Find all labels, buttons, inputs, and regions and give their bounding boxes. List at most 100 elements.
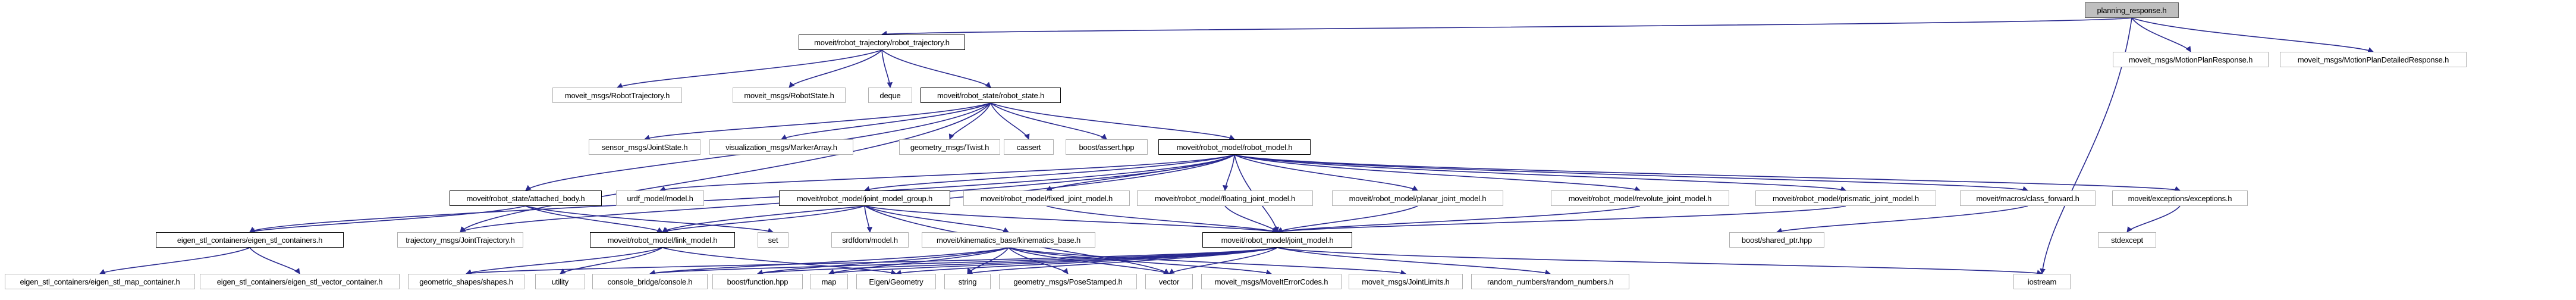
graph-node[interactable]: map <box>810 274 848 289</box>
graph-node[interactable]: sensor_msgs/JointState.h <box>589 139 700 155</box>
graph-node-label: eigen_stl_containers/eigen_stl_map_conta… <box>20 277 180 286</box>
graph-node[interactable]: string <box>944 274 991 289</box>
graph-node[interactable]: moveit/robot_model/planar_joint_model.h <box>1332 190 1503 206</box>
graph-node[interactable]: iostream <box>2013 274 2071 289</box>
graph-node[interactable]: geometry_msgs/PoseStamped.h <box>999 274 1137 289</box>
graph-node[interactable]: moveit_msgs/JointLimits.h <box>1349 274 1463 289</box>
graph-node-label: moveit_msgs/MotionPlanDetailedResponse.h <box>2297 55 2449 64</box>
graph-node[interactable]: moveit/robot_model/fixed_joint_model.h <box>963 190 1130 206</box>
graph-edge <box>249 205 526 234</box>
graph-edge <box>1234 154 1846 192</box>
graph-edge <box>659 154 1235 192</box>
graph-node-label: moveit/robot_trajectory/robot_trajectory… <box>814 38 950 47</box>
graph-node-label: console_bridge/console.h <box>607 277 693 286</box>
graph-node-label: moveit/robot_model/joint_model.h <box>1221 235 1334 245</box>
graph-edge <box>1008 247 1170 274</box>
graph-node[interactable]: stdexcept <box>2098 232 2156 248</box>
graph-node-label: cassert <box>1016 142 1041 152</box>
graph-node[interactable]: moveit_msgs/MotionPlanResponse.h <box>2113 52 2269 67</box>
graph-node[interactable]: urdf_model/model.h <box>616 190 704 206</box>
graph-node[interactable]: moveit_msgs/RobotState.h <box>733 88 846 103</box>
graph-node[interactable]: console_bridge/console.h <box>592 274 708 289</box>
graph-edge <box>1223 154 1235 191</box>
graph-node[interactable]: srdfdom/model.h <box>831 232 909 248</box>
graph-node-label: stdexcept <box>2111 235 2143 245</box>
graph-node-label: Eigen/Geometry <box>869 277 923 286</box>
graph-node[interactable]: moveit/robot_model/link_model.h <box>590 232 735 248</box>
graph-node-label: visualization_msgs/MarkerArray.h <box>725 142 837 152</box>
graph-node-label: moveit/robot_model/revolute_joint_model.… <box>1568 193 1712 203</box>
graph-edge <box>1234 154 2181 192</box>
graph-node[interactable]: eigen_stl_containers/eigen_stl_vector_co… <box>200 274 400 289</box>
graph-edge <box>757 247 1009 276</box>
graph-node[interactable]: moveit/macros/class_forward.h <box>1960 190 2096 206</box>
graph-node-label: string <box>958 277 977 286</box>
graph-node[interactable]: moveit/robot_model/revolute_joint_model.… <box>1551 190 1729 206</box>
graph-edge <box>644 102 991 140</box>
graph-node[interactable]: moveit/robot_state/robot_state.h <box>921 88 1061 103</box>
graph-node[interactable]: set <box>758 232 788 248</box>
graph-node[interactable]: moveit/exceptions/exceptions.h <box>2112 190 2248 206</box>
graph-node-label: iostream <box>2027 277 2057 286</box>
graph-node[interactable]: planning_response.h <box>2085 2 2179 18</box>
graph-edge <box>990 102 1235 140</box>
graph-node[interactable]: moveit/robot_state/attached_body.h <box>450 190 602 206</box>
graph-node[interactable]: geometric_shapes/shapes.h <box>408 274 524 289</box>
graph-edge <box>864 205 873 233</box>
graph-node[interactable]: cassert <box>1004 139 1054 155</box>
graph-edge <box>757 247 1278 276</box>
graph-node-label: map <box>821 277 837 286</box>
graph-node[interactable]: boost/assert.hpp <box>1066 139 1148 155</box>
graph-node[interactable]: moveit/robot_trajectory/robot_trajectory… <box>799 35 965 50</box>
graph-node[interactable]: moveit/robot_model/robot_model.h <box>1158 139 1311 155</box>
graph-edge <box>466 247 663 275</box>
graph-edge <box>881 49 991 88</box>
graph-node[interactable]: moveit/robot_model/floating_joint_model.… <box>1137 190 1313 206</box>
graph-node-label: boost/shared_ptr.hpp <box>1741 235 1812 245</box>
graph-node[interactable]: deque <box>868 88 912 103</box>
graph-node[interactable]: moveit/kinematics_base/kinematics_base.h <box>922 232 1095 248</box>
graph-node[interactable]: trajectory_msgs/JointTrajectory.h <box>397 232 523 248</box>
graph-node-label: trajectory_msgs/JointTrajectory.h <box>406 235 515 245</box>
graph-node[interactable]: visualization_msgs/MarkerArray.h <box>709 139 853 155</box>
graph-node[interactable]: moveit/robot_model/joint_model.h <box>1202 232 1352 248</box>
graph-edge <box>1776 205 2028 234</box>
graph-node[interactable]: vector <box>1145 274 1193 289</box>
graph-edge <box>2131 17 2374 53</box>
graph-node-label: moveit_msgs/RobotState.h <box>744 90 834 100</box>
graph-node-label: moveit/robot_model/joint_model_group.h <box>797 193 932 203</box>
graph-node[interactable]: random_numbers/random_numbers.h <box>1471 274 1629 289</box>
graph-node-label: srdfdom/model.h <box>842 235 898 245</box>
graph-node-label: geometric_shapes/shapes.h <box>419 277 513 286</box>
graph-node[interactable]: eigen_stl_containers/eigen_stl_map_conta… <box>5 274 195 289</box>
graph-node-label: moveit/exceptions/exceptions.h <box>2128 193 2232 203</box>
graph-node[interactable]: boost/function.hpp <box>712 274 803 289</box>
graph-node-label: moveit_msgs/RobotTrajectory.h <box>564 90 670 100</box>
graph-node[interactable]: moveit/robot_model/joint_model_group.h <box>779 190 950 206</box>
graph-edge <box>662 247 897 276</box>
graph-node-label: utility <box>551 277 569 286</box>
graph-node-label: moveit/robot_state/attached_body.h <box>466 193 585 203</box>
graph-node[interactable]: moveit_msgs/MoveItErrorCodes.h <box>1201 274 1342 289</box>
graph-edge <box>864 205 1009 233</box>
graph-node[interactable]: utility <box>535 274 585 289</box>
graph-edge <box>662 205 865 233</box>
graph-edge <box>99 247 250 274</box>
graph-node[interactable]: Eigen/Geometry <box>856 274 936 289</box>
graph-edge <box>1008 247 1069 274</box>
graph-edge <box>1277 205 1418 233</box>
graph-edge <box>1046 154 1235 191</box>
graph-edge <box>967 247 1009 274</box>
graph-node[interactable]: eigen_stl_containers/eigen_stl_container… <box>156 232 344 248</box>
graph-node[interactable]: moveit_msgs/MotionPlanDetailedResponse.h <box>2280 52 2467 67</box>
graph-node[interactable]: boost/shared_ptr.hpp <box>1729 232 1824 248</box>
graph-edge <box>788 49 882 88</box>
graph-node[interactable]: geometry_msgs/Twist.h <box>899 139 1000 155</box>
graph-edge <box>948 102 991 140</box>
graph-node[interactable]: moveit_msgs/RobotTrajectory.h <box>552 88 682 103</box>
graph-edge <box>1277 247 2043 276</box>
graph-node-label: geometry_msgs/PoseStamped.h <box>1013 277 1123 286</box>
graph-edge <box>828 247 1278 276</box>
graph-node[interactable]: moveit/robot_model/prismatic_joint_model… <box>1755 190 1936 206</box>
